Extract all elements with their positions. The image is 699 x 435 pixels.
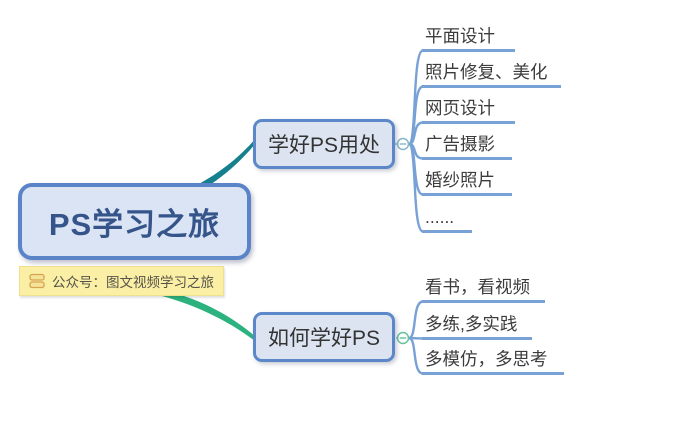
subtopic[interactable]: 多模仿，多思考 xyxy=(422,349,564,375)
branch-curve-bottom xyxy=(162,290,253,340)
connector-subtopic xyxy=(407,300,425,340)
subtopic[interactable]: 婚纱照片 xyxy=(422,170,512,196)
subtopic[interactable]: 多练,多实践 xyxy=(422,314,532,340)
subtopic[interactable]: ...... xyxy=(422,207,472,233)
subtopic[interactable]: 看书，看视频 xyxy=(422,277,545,303)
subtopic[interactable]: 照片修复、美化 xyxy=(422,62,561,88)
root-topic[interactable]: PS学习之旅 xyxy=(18,183,251,260)
collapse-toggle-branch1[interactable] xyxy=(395,137,410,151)
branch-topic-how[interactable]: 如何学好PS xyxy=(253,312,395,362)
subtopic[interactable]: 广告摄影 xyxy=(422,134,512,160)
branch-topic-uses[interactable]: 学好PS用处 xyxy=(253,119,395,169)
subtopic[interactable]: 平面设计 xyxy=(422,26,515,52)
connector-subtopic xyxy=(407,142,425,233)
official-account-text: 公众号：图文视频学习之旅 xyxy=(52,275,214,290)
connector-subtopic xyxy=(407,336,425,375)
label-icon xyxy=(29,273,45,289)
subtopic[interactable]: 网页设计 xyxy=(422,98,515,124)
collapse-toggle-branch2[interactable] xyxy=(396,331,410,345)
official-account-label[interactable]: 公众号：图文视频学习之旅 xyxy=(19,266,224,296)
